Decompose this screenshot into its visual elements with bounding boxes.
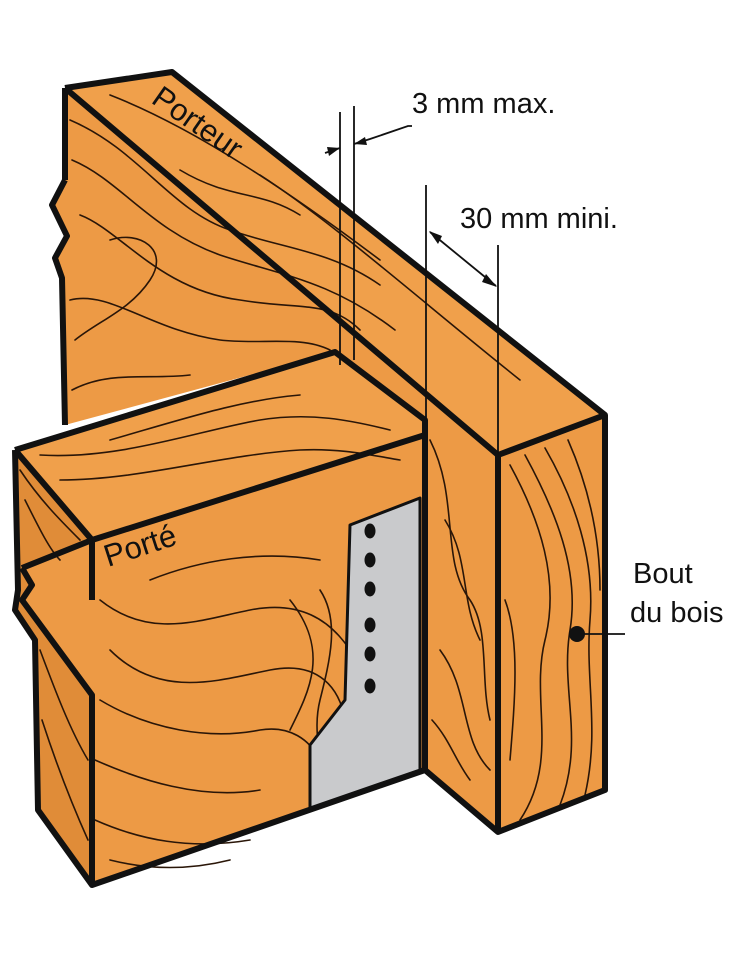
joist-hanger — [308, 496, 422, 810]
porteur-top-face — [65, 72, 605, 455]
label-distance-min: 30 mm mini. — [460, 203, 618, 235]
porteur-end-grain — [504, 439, 601, 821]
label-end-line2: du bois — [630, 597, 724, 629]
nail-hole-icon — [364, 617, 376, 633]
leader-end-grain — [569, 626, 625, 642]
nail-hole-icon — [364, 523, 376, 694]
porteur-end-face — [498, 415, 605, 832]
dimension-30mm — [425, 185, 499, 455]
nail-hole-icon — [364, 646, 376, 662]
porte-outline — [14, 349, 428, 770]
end-grain-marker — [569, 626, 585, 642]
label-gap-max: 3 mm max. — [412, 88, 555, 120]
porteur-grain — [69, 119, 491, 781]
porteur-outline — [49, 178, 70, 426]
porte-left-face — [15, 450, 92, 885]
dimension-3mm — [324, 106, 412, 365]
nail-hole-icon — [364, 523, 376, 539]
nail-hole-icon — [364, 552, 376, 568]
porte-top-face — [15, 352, 425, 540]
porteur-side-face — [52, 88, 498, 832]
porteur-top-grain — [109, 94, 521, 381]
label-end-line1: Bout — [633, 558, 693, 590]
nail-hole-icon — [364, 678, 376, 694]
nail-hole-icon — [364, 581, 376, 597]
